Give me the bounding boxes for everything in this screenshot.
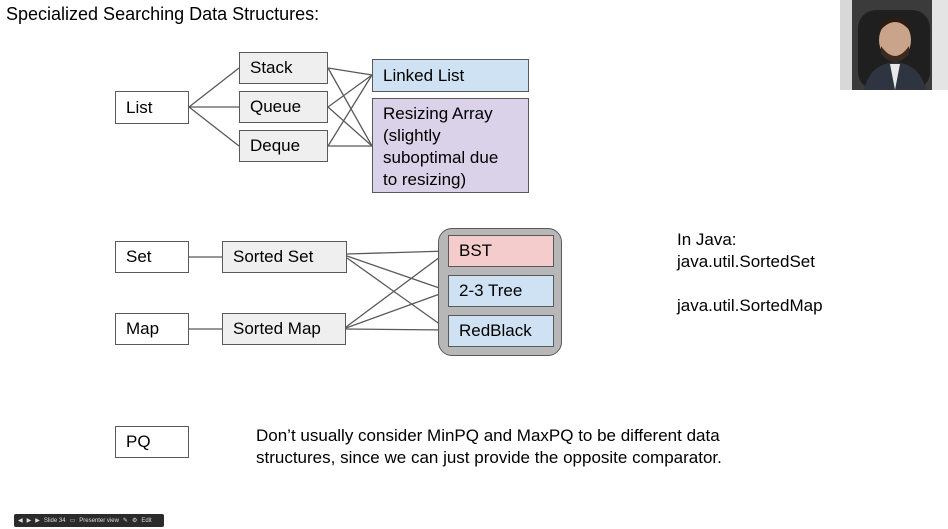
next-icon[interactable]: ▶ xyxy=(35,518,40,524)
box-sorted-map: Sorted Map xyxy=(222,313,346,345)
box-redblack: RedBlack xyxy=(448,315,554,347)
java-note-sorted-set: java.util.SortedSet xyxy=(677,252,815,271)
presentation-toolbar: ◀ ▶ ▶ Slide 34 ▭ Presenter view ✎ ⚙ Edit xyxy=(14,514,164,527)
java-note: In Java: java.util.SortedSet java.util.S… xyxy=(677,229,823,317)
box-list: List xyxy=(115,91,189,124)
presenter-view-button[interactable]: Presenter view xyxy=(79,517,119,524)
pq-note: Don’t usually consider MinPQ and MaxPQ t… xyxy=(256,426,722,467)
box-stack: Stack xyxy=(239,52,328,84)
presenter-view-icon: ▭ xyxy=(69,518,76,524)
slide-indicator[interactable]: Slide 34 xyxy=(43,517,66,524)
presenter-avatar-icon xyxy=(840,0,948,90)
java-note-sorted-map: java.util.SortedMap xyxy=(677,296,823,315)
box-set: Set xyxy=(115,241,189,273)
box-2-3-tree: 2-3 Tree xyxy=(448,275,554,307)
box-bst: BST xyxy=(448,235,554,267)
box-map: Map xyxy=(115,313,189,345)
box-queue: Queue xyxy=(239,91,328,123)
pen-icon[interactable]: ✎ xyxy=(122,518,128,524)
box-resizing-array: Resizing Array (slightly suboptimal due … xyxy=(372,98,529,193)
gear-icon[interactable]: ⚙ xyxy=(131,518,138,524)
edit-button[interactable]: Edit xyxy=(141,517,152,524)
java-note-heading: In Java: xyxy=(677,230,737,249)
play-icon[interactable]: ▶ xyxy=(26,518,32,524)
previous-icon[interactable]: ◀ xyxy=(18,518,23,524)
box-linked-list: Linked List xyxy=(372,59,529,92)
box-sorted-set: Sorted Set xyxy=(222,241,347,273)
webcam-video xyxy=(840,0,948,90)
slide-title: Specialized Searching Data Structures: xyxy=(6,4,320,24)
box-deque: Deque xyxy=(239,130,328,162)
box-pq: PQ xyxy=(115,426,189,458)
